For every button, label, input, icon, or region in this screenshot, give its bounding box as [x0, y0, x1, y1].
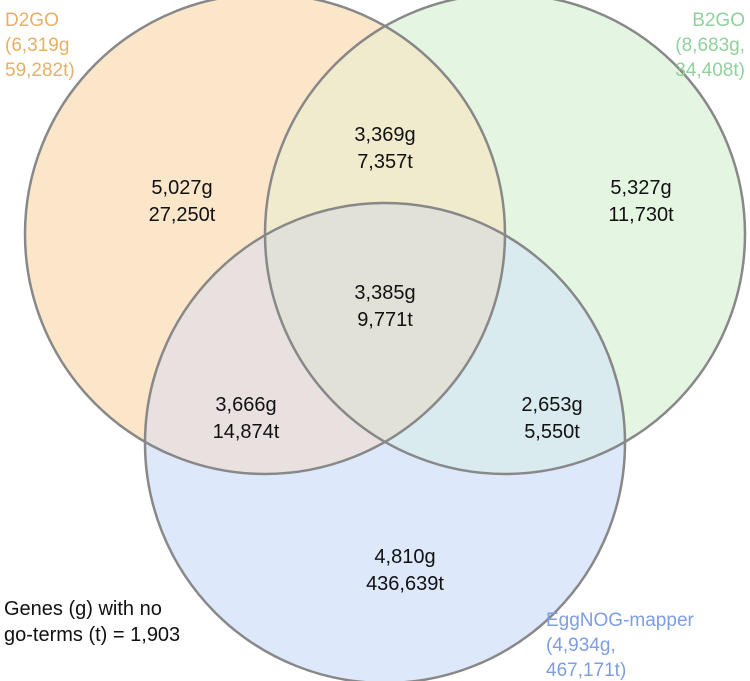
region-terms: 5,550t [524, 421, 580, 443]
eggnog-genes-count: (4,934g, [546, 635, 616, 656]
b2go-terms-count: 34,408t) [675, 60, 745, 81]
b2go-genes-count: (8,683g, [675, 35, 745, 56]
region-d2go-only: 5,027g 27,250t [149, 177, 216, 226]
region-terms: 11,730t [608, 204, 674, 226]
region-terms: 436,639t [366, 573, 444, 595]
region-d2go-eggnog: 3,666g 14,874t [213, 394, 280, 443]
region-genes: 3,666g [215, 394, 276, 416]
region-b2go-eggnog: 2,653g 5,550t [521, 394, 582, 443]
region-genes: 3,369g [354, 124, 415, 146]
eggnog-circle-outline [143, 201, 627, 681]
eggnog-terms-count: 467,171t) [546, 660, 626, 681]
region-genes: 2,653g [521, 394, 582, 416]
region-terms: 9,771t [357, 309, 413, 331]
eggnog-name: EggNOG-mapper [546, 610, 695, 631]
region-b2go-only: 5,327g 11,730t [608, 177, 674, 226]
eggnog-set-label: EggNOG-mapper (4,934g, 467,171t) [546, 610, 695, 681]
b2go-set-label: B2GO (8,683g, 34,408t) [675, 10, 745, 81]
region-terms: 14,874t [213, 421, 280, 443]
d2go-terms-count: 59,282t) [5, 60, 75, 81]
b2go-name: B2GO [692, 10, 745, 31]
region-genes: 5,027g [151, 177, 212, 199]
region-eggnog-only: 4,810g 436,639t [366, 546, 444, 595]
region-terms: 7,357t [357, 151, 413, 173]
region-terms: 27,250t [149, 204, 216, 226]
d2go-name: D2GO [5, 10, 59, 31]
region-genes: 4,810g [374, 546, 435, 568]
region-genes: 5,327g [610, 177, 671, 199]
note-line-2: go-terms (t) = 1,903 [4, 624, 180, 646]
region-all-three: 3,385g 9,771t [354, 282, 415, 331]
region-d2go-b2go: 3,369g 7,357t [354, 124, 415, 173]
d2go-set-label: D2GO (6,319g 59,282t) [5, 10, 75, 81]
no-go-terms-note: Genes (g) with no go-terms (t) = 1,903 [4, 598, 180, 646]
d2go-genes-count: (6,319g [5, 35, 69, 56]
region-genes: 3,385g [354, 282, 415, 304]
note-line-1: Genes (g) with no [4, 598, 162, 620]
